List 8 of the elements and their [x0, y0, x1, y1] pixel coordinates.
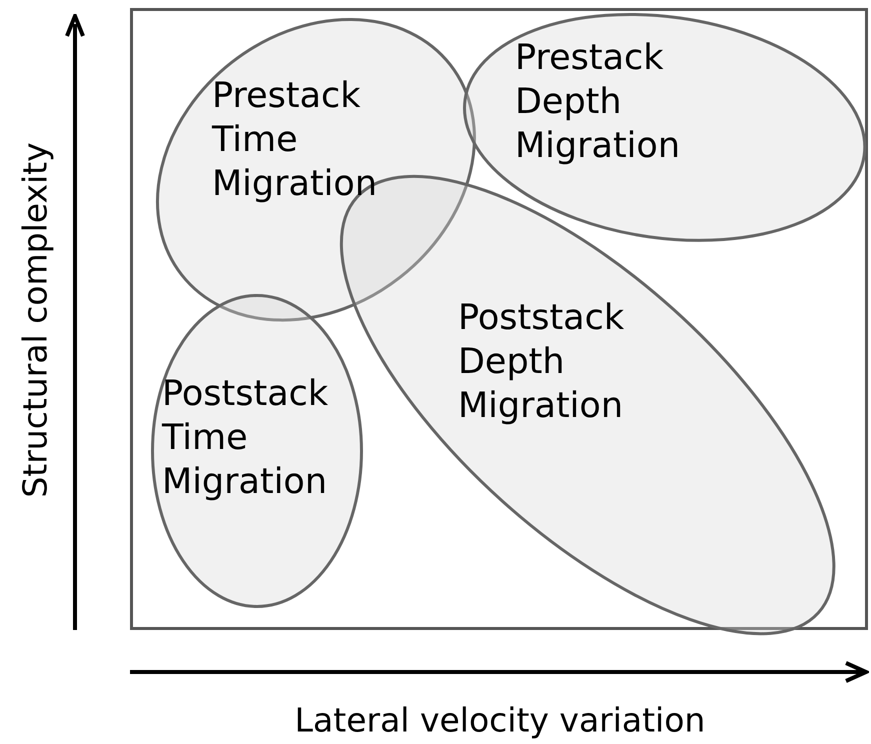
region-label: Poststack Time Migration — [162, 373, 330, 504]
region-ellipse — [461, 10, 869, 244]
axis-label: Lateral velocity variation — [294, 704, 706, 736]
region-label: Prestack Time Migration — [212, 74, 378, 206]
region-ellipse — [149, 292, 365, 610]
region-label: Prestack Depth Migration — [514, 36, 682, 168]
region-label: Poststack Depth Migration — [458, 296, 626, 428]
axis-label: Structural complexity — [18, 142, 52, 498]
